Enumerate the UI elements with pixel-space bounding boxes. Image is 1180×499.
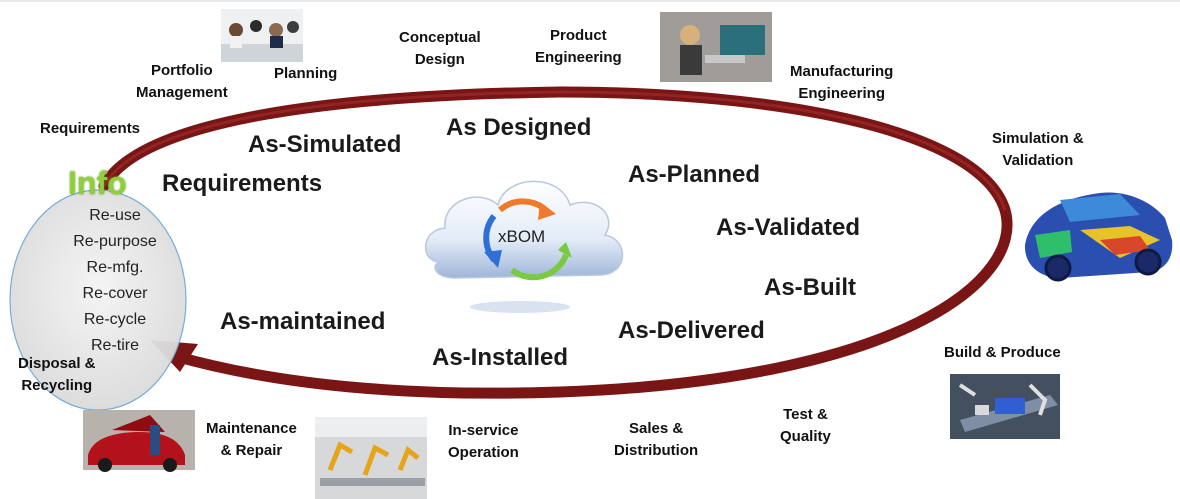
top-border [0,0,1180,2]
stage-maintenance-repair: Maintenance& Repair [206,420,297,459]
stage-simulation-validation: Simulation &Validation [992,130,1084,169]
stage-build-produce: Build & Produce [944,344,1061,361]
xbom-label: xBOM [498,227,546,246]
state-as-delivered: As-Delivered [618,317,765,344]
info-item: Re-cover [82,285,148,302]
car-repair-photo [83,410,195,472]
info-list: Re-use Re-purpose Re-mfg. Re-cover Re-cy… [50,203,180,359]
state-as-built: As-Built [764,274,856,301]
state-as-simulated: As-Simulated [248,131,402,158]
stage-sales-distribution: Sales &Distribution [614,420,699,459]
meeting-photo [221,9,303,62]
state-as-designed: As Designed [446,114,592,141]
state-as-installed: As-Installed [432,344,569,371]
factory-photo [315,417,427,499]
state-as-maintained: As-maintained [220,308,386,335]
info-item: Re-use [89,207,141,224]
info-item: Re-mfg. [86,259,144,276]
engineer-photo [660,12,772,82]
car-simulation-image [1024,192,1173,282]
lifecycle-loop [98,86,1013,399]
cloud-icon [424,180,624,313]
state-requirements: Requirements [162,170,323,197]
stage-planning: Planning [274,65,338,82]
robot-line-image [950,374,1060,439]
cycle-arrows-icon [483,198,572,281]
info-item: Re-purpose [73,233,157,250]
stage-requirements: Requirements [40,120,141,137]
info-item: Re-tire [90,337,139,354]
state-as-planned: As-Planned [628,161,761,188]
stage-test-quality: Test &Quality [780,406,831,445]
info-item: Re-cycle [83,311,147,328]
stage-disposal-recycling: Disposal &Recycling [18,355,96,394]
info-title: Info [68,165,127,201]
state-as-validated: As-Validated [716,214,861,241]
